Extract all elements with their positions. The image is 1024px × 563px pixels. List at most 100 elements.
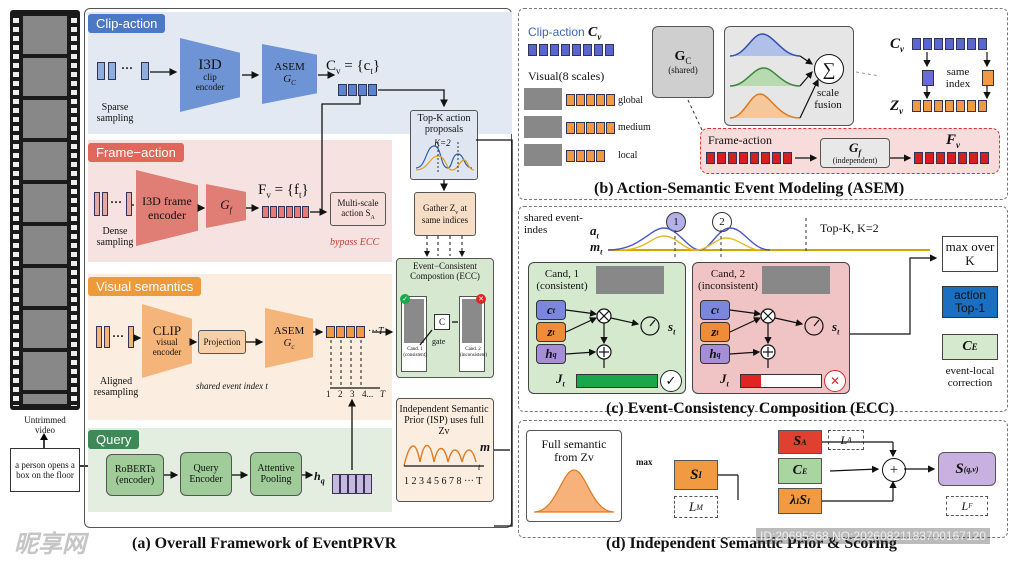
cand1-st: st xyxy=(668,319,676,337)
visual-semantics-header: Visual semantics xyxy=(88,277,202,296)
panel-b-right-zv: Zv xyxy=(890,98,904,116)
shared-event-label: shared event-indes xyxy=(524,212,583,237)
gather-zv-box: Gather Zv at same indices xyxy=(414,192,476,236)
cv-output-label: Cv = {ct} xyxy=(326,58,381,76)
panel-b-frame-action-label: Frame-action xyxy=(708,133,772,147)
cand2-title: Cand, 2 (inconsistent) xyxy=(698,268,758,293)
panel-b-frame xyxy=(518,8,1008,200)
cand1-check-icon: ✓ xyxy=(660,370,682,392)
ecc-mini-cross-icon: ✕ xyxy=(476,294,486,304)
query-text: a person opens a box on the floor xyxy=(15,460,75,480)
bypass-ecc-label: bypass ECC xyxy=(330,237,380,248)
ecc-mini-cand2: Cand. 2 (inconsistent) xyxy=(459,296,487,372)
panel-b-clip-action: Clip-action Cv xyxy=(528,25,602,42)
ecc-mini-check-icon: ✓ xyxy=(400,294,410,304)
panel-b-gf-box: Gf(independent) xyxy=(820,138,890,168)
panel-c-frame xyxy=(518,206,1008,412)
cand1-score-bar xyxy=(576,374,658,388)
cand2-score-bar xyxy=(740,374,822,388)
final-score-box: S(q,v) xyxy=(938,452,996,486)
sparse-sampling-label: Sparse sampling xyxy=(96,102,134,124)
scale-fusion-sum-icon: ∑ xyxy=(814,54,844,84)
scale-global: global xyxy=(618,95,643,106)
watermark-brand: 昵享网 xyxy=(14,531,86,558)
panel-b-right-cv: Cv xyxy=(890,36,905,54)
hq-label: hq xyxy=(314,469,325,486)
query-text-box: a person opens a box on the floor xyxy=(10,448,80,492)
scale-local: local xyxy=(618,150,638,161)
cand1-title: Cand, 1 (consistent) xyxy=(536,268,588,293)
fv-output-label: Fv = {ft} xyxy=(258,182,309,200)
clip-action-header: Clip-action xyxy=(88,14,166,33)
roberta-box: RoBERTa (encoder) xyxy=(106,454,164,496)
ecc-mini-gate: C xyxy=(434,314,450,330)
aligned-resampling-label: Aligned resampling xyxy=(93,376,139,398)
query-header: Query xyxy=(88,430,140,449)
max-label: max xyxy=(636,457,653,467)
panel-c-caption: (c) Event-Consistency Composition (ECC) xyxy=(606,400,895,417)
action-top1-box: action Top-1 xyxy=(942,286,998,318)
sum-plus-icon: + xyxy=(882,458,906,482)
max-over-k-box: max over K xyxy=(942,236,998,272)
cand2-jt: Jt xyxy=(720,371,729,389)
cand2-score-fill xyxy=(741,375,761,387)
projection-box: Projection xyxy=(198,330,246,354)
film-strip xyxy=(10,10,80,410)
cand2-frame xyxy=(762,266,830,294)
isp-mini-m: m xyxy=(480,439,491,454)
scale-medium: medium xyxy=(618,122,651,133)
panel-b-caption: (b) Action-Semantic Event Modeling (ASEM… xyxy=(594,180,905,197)
isp-mini-title: Independent Semantic Prior (ISP) uses fu… xyxy=(399,404,489,437)
panel-b-visual-label: Visual(8 scales) xyxy=(528,69,605,83)
topk-title: Top-K action proposals xyxy=(417,113,471,135)
panel-d-caption: (d) Independent Semantic Prior & Scoring xyxy=(606,535,897,552)
ce-note: event-local correction xyxy=(945,365,995,390)
same-index-right-token xyxy=(982,70,994,86)
cand1-frame xyxy=(596,266,664,294)
isp-mini-box xyxy=(396,398,494,502)
cand2-cross-icon: ✕ xyxy=(824,370,846,392)
ecc-mini-gate-label: gate xyxy=(432,337,446,346)
topk-k: K=2 xyxy=(434,138,451,148)
attentive-pooling-box: Attentive Pooling xyxy=(250,452,302,496)
panel-d-frame xyxy=(518,420,1008,538)
full-semantic-label: Full semantic from Zv xyxy=(541,437,607,465)
ecc-mini-cand1: Cand. 1 (consistent) xyxy=(401,296,427,372)
panel-b-gc-box: GC(shared) xyxy=(652,26,714,98)
panel-c-at: at xyxy=(590,223,599,241)
i3d-frame-encoder: I3D frame encoder xyxy=(136,170,198,246)
panel-b-same-index: same index xyxy=(945,66,971,91)
query-encoder-box: Query Encoder xyxy=(180,452,232,496)
panel-b-fv-label: Fv xyxy=(946,132,961,150)
event-circle-1: 1 xyxy=(666,212,686,232)
ecc-mini-title: Event−Consistent Compostion (ECC) xyxy=(410,261,480,281)
dense-sampling-label: Dense sampling xyxy=(96,226,134,248)
cand1-jt: Jt xyxy=(556,371,565,389)
filmstrip-label: Untrimmed video xyxy=(24,415,66,435)
same-index-left-token xyxy=(922,70,934,86)
gf-module: Gf xyxy=(206,184,246,228)
panel-c-topk: Top-K, K=2 xyxy=(820,221,879,235)
isp-mini-t: t xyxy=(478,462,481,472)
isp-mini-ticks: 1 2 3 4 5 6 7 8 ··· T xyxy=(404,476,483,487)
panel-a-caption: (a) Overall Framework of EventPRVR xyxy=(132,535,397,552)
